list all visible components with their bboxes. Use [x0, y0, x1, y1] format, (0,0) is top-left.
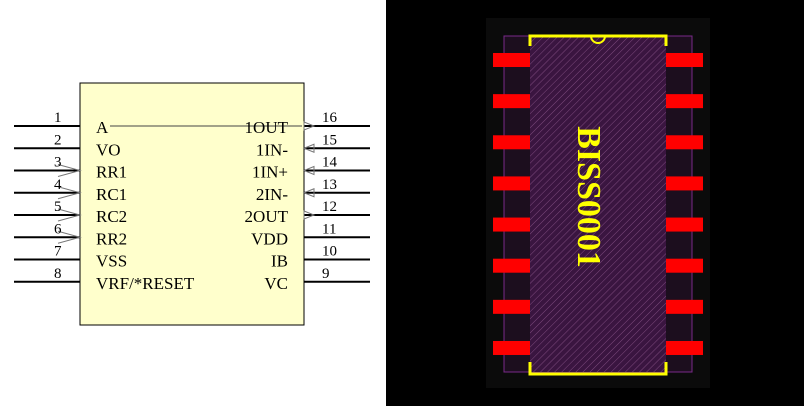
pin-label: 1IN+: [252, 163, 288, 182]
pin-label: VRF/*RESET: [96, 274, 195, 293]
pin-number: 15: [322, 132, 337, 148]
pin-number: 6: [54, 221, 62, 237]
silkscreen-bottom-edge: [528, 362, 668, 376]
pin-number: 3: [54, 155, 62, 171]
pin1-notch-marker: [590, 35, 606, 44]
pin-label: RC1: [96, 185, 127, 204]
smd-pad-right: [666, 176, 703, 191]
pin-label: RC2: [96, 207, 127, 226]
pin-number: 10: [322, 244, 337, 260]
smd-pad-left: [493, 135, 530, 150]
pin-number: 16: [322, 110, 338, 126]
pin-label: 1IN-: [256, 140, 288, 159]
smd-pad-right: [666, 135, 703, 150]
pad-group: [493, 53, 703, 355]
pcb-footprint: BISS0001: [386, 0, 804, 406]
pin-number: 7: [54, 244, 62, 260]
pin-label: RR1: [96, 163, 127, 182]
pin-label: 2IN-: [256, 185, 288, 204]
smd-pad-right: [666, 94, 703, 109]
smd-pad-right: [666, 53, 703, 67]
pin-number: 2: [54, 132, 62, 148]
smd-pad-left: [493, 340, 530, 355]
pin-number: 12: [322, 199, 337, 215]
pin-input-marker: [57, 230, 82, 244]
pin-number: 11: [322, 221, 336, 237]
ic-body: [79, 82, 305, 326]
pin-label: 1OUT: [245, 118, 289, 137]
pin-output-marker: [303, 121, 316, 131]
pin-input-marker: [57, 164, 82, 177]
smd-pad-left: [493, 53, 530, 67]
smd-pad-left: [493, 299, 530, 314]
pin-label: IB: [271, 252, 288, 271]
pin-label: VO: [96, 140, 121, 159]
smd-pad-left: [493, 217, 530, 232]
pin-input-marker: [302, 143, 315, 153]
smd-pad-right: [666, 258, 703, 273]
pin-number: 9: [322, 266, 330, 282]
pin-input-marker: [57, 208, 82, 222]
ref-designator: BISS0001: [570, 126, 607, 268]
pin-output-marker: [303, 210, 316, 220]
pin-number: 1: [54, 110, 62, 126]
pin-label: VC: [264, 274, 288, 293]
smd-pad-left: [493, 94, 530, 109]
smd-pad-right: [666, 217, 703, 232]
smd-pad-left: [493, 258, 530, 273]
pin-label: RR2: [96, 229, 127, 248]
pin-number: 14: [322, 155, 338, 171]
pin-input-marker: [302, 165, 315, 176]
pin-number: 13: [322, 177, 337, 193]
pcb-component-body: [530, 36, 666, 372]
pin-number: 8: [54, 266, 62, 282]
pin-label: 2OUT: [245, 207, 289, 226]
pin-label: A: [96, 118, 109, 137]
pin-input-marker: [302, 188, 315, 198]
smd-pad-right: [666, 340, 703, 355]
smd-pad-right: [666, 299, 703, 314]
pin-label: VDD: [251, 229, 288, 248]
silkscreen-top-edge: [528, 34, 668, 46]
pin-input-marker: [57, 186, 82, 200]
pin-label: VSS: [96, 252, 127, 271]
pin-number: 5: [54, 199, 62, 215]
pin-number: 4: [54, 177, 62, 193]
smd-pad-left: [493, 176, 530, 191]
